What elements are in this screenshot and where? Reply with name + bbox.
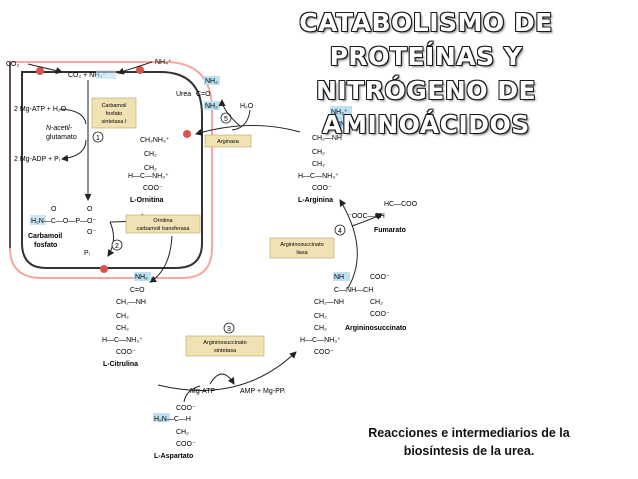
page-title: CATABOLISMO DE PROTEÍNAS Y NITRÓGENO DE …	[226, 6, 626, 142]
enzyme-3-line-2: sintetasa	[214, 348, 237, 354]
enzyme-box-3	[185, 335, 265, 357]
citrulina-label: L-Citrulina	[103, 361, 138, 368]
h2o-label: H₂O	[240, 103, 254, 110]
atp-h2o-label: 2 Mg-ATP + H₂O	[14, 106, 67, 113]
step-3-number: 3	[227, 326, 231, 333]
enzyme-4-line-1: Argininosuccinato	[280, 242, 323, 248]
enzyme-box-5	[204, 134, 252, 148]
mitochondrial-inner-membrane	[21, 71, 203, 269]
adp-pi-label: 2 Mg-ADP + Pᵢ	[14, 156, 60, 163]
arginina-label: L-Arginina	[298, 197, 333, 204]
carbamoil-phosphate-structure: H₂N—C—O—P—O⁻	[31, 218, 96, 225]
n-acetil-label-1: N-acetil-	[46, 125, 73, 132]
enzyme-3-line-1: Argininosuccinato	[203, 340, 246, 346]
co2-nh4-label: CO₂ + NH₄⁺	[68, 72, 106, 79]
step-5-number: 5	[224, 116, 228, 123]
fumarato-label: Fumarato	[374, 227, 406, 234]
arginina-structure: NH₂⁺ C=NH CH₂—NH CH₂ CH₂ H—C—NH₃⁺ COO⁻	[298, 109, 352, 192]
enzyme-5-label: Arginasa	[217, 139, 240, 145]
enzyme-1-line-2: fosfato	[106, 111, 123, 117]
svg-text:O: O	[51, 206, 57, 213]
caption-line-2: biosíntesis de la urea.	[403, 444, 535, 458]
step-3-marker	[223, 322, 235, 334]
mg-atp-label: Mg-ATP	[190, 388, 215, 395]
step-2-number: 2	[115, 243, 119, 250]
urea-structure: NH₂ C=O NH₂	[196, 78, 220, 110]
step-4-marker	[334, 224, 346, 236]
step-4-number: 4	[338, 228, 342, 235]
fumarato-structure: HC—COO ⁻OOC—CH	[348, 201, 419, 220]
enzyme-box-2	[125, 214, 201, 234]
transporter-dot	[100, 265, 108, 273]
step-1-number: 1	[96, 135, 100, 142]
nh4-right-label: NH₄⁺	[155, 59, 172, 66]
amp-ppi-label: AMP + Mg-PPᵢ	[240, 388, 286, 395]
title-line-1: CATABOLISMO DE PROTEÍNAS Y	[299, 8, 553, 71]
n-acetil-label-2: glutamato	[46, 134, 77, 141]
argininosuccinato-label: Argininosuccinato	[345, 325, 406, 332]
step-5-marker	[220, 112, 232, 124]
ornitina-structure: CH₂NH₃⁺ CH₂ CH₂ H—C—NH₃⁺ COO⁻	[128, 137, 171, 192]
enzyme-1-line-1: Carbamoil	[101, 103, 126, 109]
enzyme-box-4	[269, 237, 335, 259]
mitochondrial-outer-membrane	[9, 61, 213, 279]
citrulina-structure: NH₂ C=O CH₂—NH CH₂ CH₂ H—C—NH₃⁺ COO⁻	[102, 274, 150, 356]
step-1-marker	[92, 131, 104, 143]
svg-text:O⁻: O⁻	[87, 229, 96, 236]
step-2-marker	[111, 239, 123, 251]
enzyme-2-line-1: Ornitina	[153, 218, 173, 224]
transporter-dot	[36, 67, 44, 75]
title-line-2: NITRÓGENO DE AMINOÁCIDOS	[315, 76, 537, 139]
carbamoil-label-2: fosfato	[34, 242, 57, 249]
aspartato-label: L-Aspartato	[154, 453, 193, 460]
ornitina-label: L-Ornitina	[130, 197, 164, 204]
transporter-dot	[136, 66, 144, 74]
enzyme-2-line-2: carbamoil transferasa	[137, 226, 191, 232]
figure-caption: Reacciones e intermediarios de la biosín…	[334, 424, 604, 460]
svg-text:O: O	[87, 206, 93, 213]
aspartato-structure: COO⁻ H₂N—C—H CH₂ COO⁻	[154, 405, 198, 448]
caption-line-1: Reacciones e intermediarios de la	[368, 426, 570, 440]
carbamoil-label-1: Carbamoil	[28, 233, 62, 240]
enzyme-box-1	[91, 97, 137, 129]
argininosuccinato-structure: NH COO⁻ C—NH—CH CH₂—NH CH₂ CH₂ COO⁻ CH₂ …	[300, 274, 392, 356]
enzyme-1-line-3: sintetasa I	[101, 119, 127, 125]
pi-label: Pᵢ	[84, 250, 90, 257]
enzyme-4-line-2: liasa	[296, 250, 308, 256]
co2-left-label: CO₂	[6, 61, 20, 68]
transporter-dot	[183, 130, 191, 138]
urea-label: Urea	[176, 91, 191, 98]
